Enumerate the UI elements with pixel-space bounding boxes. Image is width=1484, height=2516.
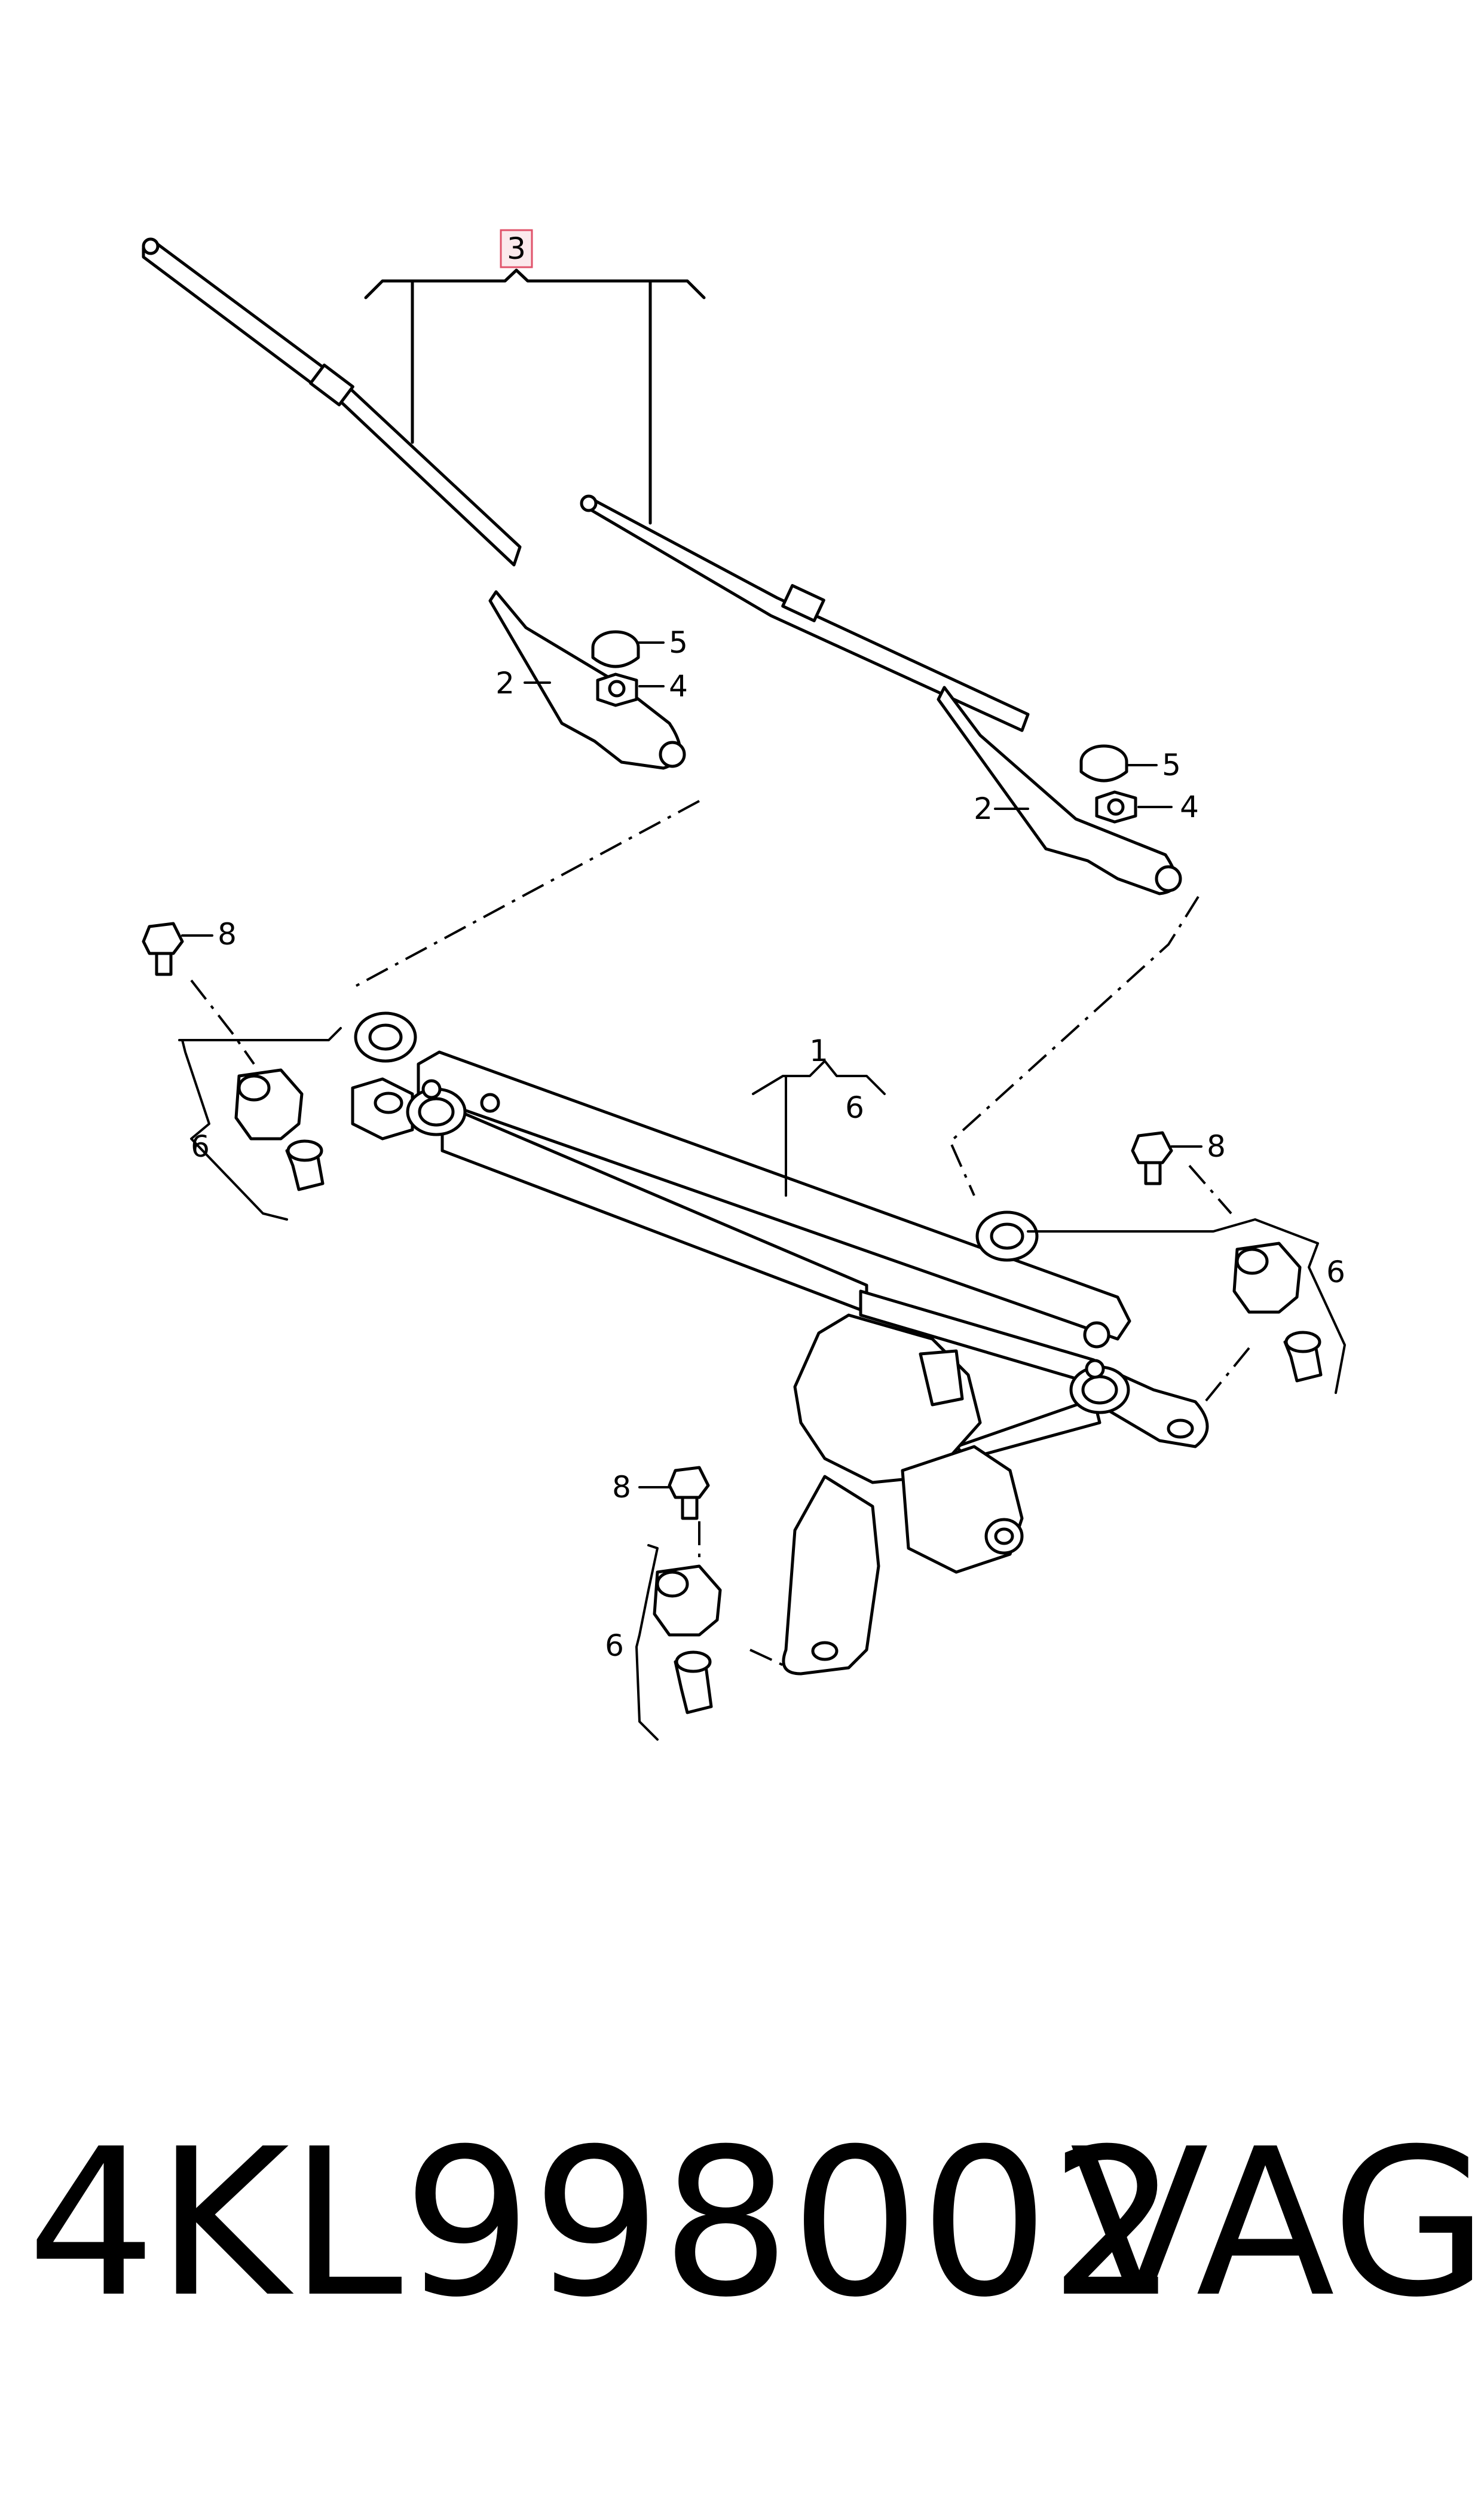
callout-2-right[interactable]: 2 [974, 791, 993, 826]
right-nut [1095, 790, 1137, 824]
mount-bottom [653, 1564, 722, 1714]
left-nut [596, 672, 638, 707]
callout-8-left[interactable]: 8 [218, 917, 237, 952]
left-wiper-blade [142, 237, 522, 567]
mount-left [234, 1068, 325, 1191]
callout-8-bottom[interactable]: 8 [612, 1470, 631, 1505]
right-wiper-arm [937, 686, 1182, 895]
callout-1[interactable]: 1 [809, 1034, 828, 1068]
bracket-1 [752, 1060, 886, 1095]
right-cap [1079, 744, 1128, 782]
part-number: 4KL998002 [27, 2105, 1179, 2342]
right-grommet [975, 1210, 1039, 1262]
left-pivot [406, 1079, 467, 1136]
assembly-line-left [349, 800, 700, 990]
bracket-3 [364, 268, 706, 299]
left-wiper-arm [488, 590, 686, 770]
callout-4-right[interactable]: 4 [1180, 790, 1199, 824]
mount-right [1232, 1242, 1323, 1383]
assembly-line-right-bolt [1188, 1164, 1232, 1215]
left-cap [591, 630, 640, 668]
right-pivot [1069, 1359, 1130, 1414]
bolt-bottom [668, 1466, 710, 1520]
bracket-6-bottom [635, 1544, 659, 1741]
callout-3-highlight [500, 229, 533, 268]
callout-3-label: 3 [507, 231, 526, 266]
bolt-right [1131, 1131, 1173, 1185]
bracket-6-right [1027, 1218, 1346, 1394]
bracket-6-left [181, 1039, 288, 1221]
callout-6-bottom[interactable]: 6 [605, 1628, 624, 1663]
footer: 4KL998002 VAG [0, 2122, 1484, 2391]
callout-5-left[interactable]: 5 [669, 625, 688, 660]
right-wiper-blade [580, 494, 1030, 732]
callout-5-right[interactable]: 5 [1162, 748, 1181, 782]
bracket-6-left-top [178, 1027, 342, 1041]
callout-6-right[interactable]: 6 [1326, 1255, 1345, 1289]
wiper-linkage-frame [351, 1050, 1209, 1460]
assembly-line-right-foot [1194, 1347, 1250, 1415]
brand-name: VAG [1070, 2105, 1484, 2342]
bolt-left [142, 922, 184, 976]
assembly-line-left-bolt [190, 979, 255, 1065]
wiper-motor [782, 1313, 1024, 1676]
callout-6-left[interactable]: 6 [191, 1129, 210, 1164]
left-grommet [354, 1011, 417, 1063]
callout-2-left[interactable]: 2 [495, 666, 515, 701]
callout-8-right[interactable]: 8 [1207, 1129, 1226, 1164]
callout-4-left[interactable]: 4 [669, 669, 688, 704]
callout-3[interactable]: 3 [500, 229, 533, 268]
callout-6-center[interactable]: 6 [845, 1090, 864, 1125]
